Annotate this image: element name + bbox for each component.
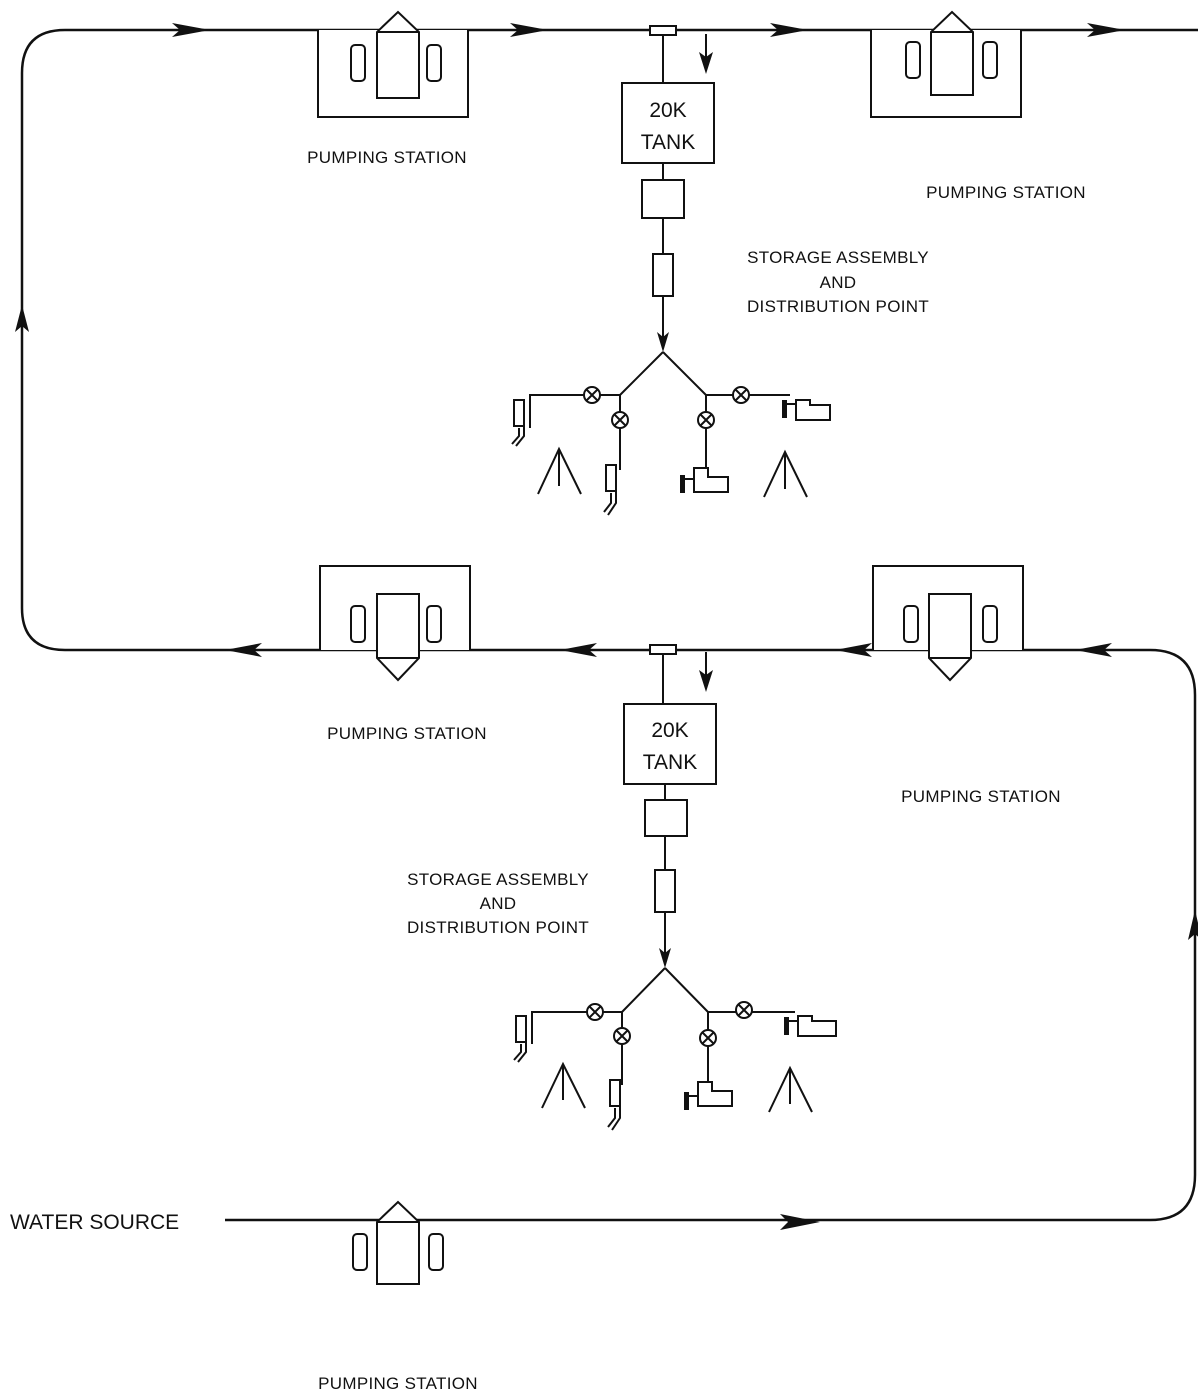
pumping-station-middle-right xyxy=(872,565,1024,682)
flow-arrow xyxy=(770,23,808,37)
pump-icon xyxy=(928,593,972,682)
pump-icon xyxy=(376,10,420,99)
nozzle-icon xyxy=(603,464,617,516)
flow-arrow xyxy=(560,643,597,657)
faucet-icon xyxy=(782,399,831,421)
storage-label-line: AND xyxy=(820,273,857,292)
pumping-station-label: PUMPING STATION xyxy=(327,724,487,743)
pump-wheel-icon xyxy=(352,1233,368,1271)
flow-arrow xyxy=(1087,23,1125,37)
flow-arrow xyxy=(172,23,210,37)
pump-icon xyxy=(376,1200,420,1285)
pump-wheel-icon xyxy=(982,605,998,643)
tee-fitting-icon xyxy=(649,25,677,36)
tank-label-line: TANK xyxy=(643,751,697,774)
flow-arrow xyxy=(780,1214,820,1230)
tent-icon xyxy=(537,446,582,495)
storage-label-bottom: STORAGE ASSEMBLY AND DISTRIBUTION POINT xyxy=(407,870,589,937)
pump-wheel-icon xyxy=(426,44,442,82)
pumping-station-label: PUMPING STATION xyxy=(926,183,1086,202)
pumping-station-top-right xyxy=(870,10,1022,118)
flow-arrow xyxy=(1075,643,1112,657)
storage-label-top: STORAGE ASSEMBLY AND DISTRIBUTION POINT xyxy=(747,248,929,316)
pumping-station-label: PUMPING STATION xyxy=(318,1374,478,1393)
storage-assembly-top xyxy=(511,25,831,516)
pipeline-loop-left xyxy=(20,28,1198,1222)
flow-arrow xyxy=(225,643,262,657)
pumping-station-top-left xyxy=(317,10,469,118)
nozzle-icon xyxy=(511,399,525,447)
filter-box xyxy=(644,799,688,837)
tank-label-line: 20K xyxy=(651,719,688,742)
flow-arrows xyxy=(15,23,1198,1230)
tent-icon xyxy=(768,1065,813,1113)
tent-icon xyxy=(763,449,808,498)
tank-label-line: 20K xyxy=(649,99,686,122)
valve-icon xyxy=(697,411,715,429)
meter-box xyxy=(652,253,674,297)
valve-icon xyxy=(699,1029,717,1047)
filter-box xyxy=(641,179,685,219)
pump-wheel-icon xyxy=(982,41,998,79)
valve-icon xyxy=(586,1003,604,1021)
flow-arrow xyxy=(15,305,29,332)
storage-label-line: AND xyxy=(480,894,517,913)
valve-icon xyxy=(735,1001,753,1019)
flow-arrow xyxy=(699,52,713,74)
pump-icon xyxy=(930,10,974,96)
valve-icon xyxy=(613,1027,631,1045)
storage-label-line: STORAGE ASSEMBLY xyxy=(407,870,589,889)
nozzle-icon xyxy=(513,1015,527,1063)
storage-label-line: STORAGE ASSEMBLY xyxy=(747,248,929,267)
tank-label-bottom: 20K TANK xyxy=(643,719,697,774)
tank-label-line: TANK xyxy=(641,131,695,154)
pump-wheel-icon xyxy=(903,605,919,643)
valve-icon xyxy=(732,386,750,404)
water-source-label: WATER SOURCE xyxy=(10,1211,179,1234)
faucet-icon xyxy=(784,1015,837,1037)
pumping-station-bottom xyxy=(352,1200,444,1285)
nozzle-icon xyxy=(607,1079,621,1131)
valve-icon xyxy=(611,411,629,429)
pump-wheel-icon xyxy=(426,605,442,643)
pump-wheel-icon xyxy=(350,605,366,643)
pump-wheel-icon xyxy=(905,41,921,79)
tent-icon xyxy=(541,1061,586,1109)
tank-box xyxy=(623,703,717,785)
pumping-station-middle-left xyxy=(319,565,471,682)
pumping-station-label: PUMPING STATION xyxy=(901,787,1061,806)
meter-box xyxy=(654,869,676,913)
flow-arrow xyxy=(835,643,872,657)
tank-box xyxy=(621,82,715,164)
flow-arrow xyxy=(510,23,548,37)
pump-wheel-icon xyxy=(428,1233,444,1271)
pump-wheel-icon xyxy=(350,44,366,82)
valve-icon xyxy=(583,386,601,404)
storage-label-line: DISTRIBUTION POINT xyxy=(407,918,589,937)
faucet-icon xyxy=(684,1081,733,1110)
tank-label-top: 20K TANK xyxy=(641,99,695,154)
storage-label-line: DISTRIBUTION POINT xyxy=(747,297,929,316)
storage-assembly-bottom xyxy=(513,644,837,1131)
pump-icon xyxy=(376,593,420,682)
tee-fitting-icon xyxy=(649,644,677,655)
pumping-station-label: PUMPING STATION xyxy=(307,148,467,167)
flow-arrow xyxy=(1188,910,1198,940)
flow-arrow xyxy=(699,670,713,692)
faucet-icon xyxy=(680,467,729,493)
